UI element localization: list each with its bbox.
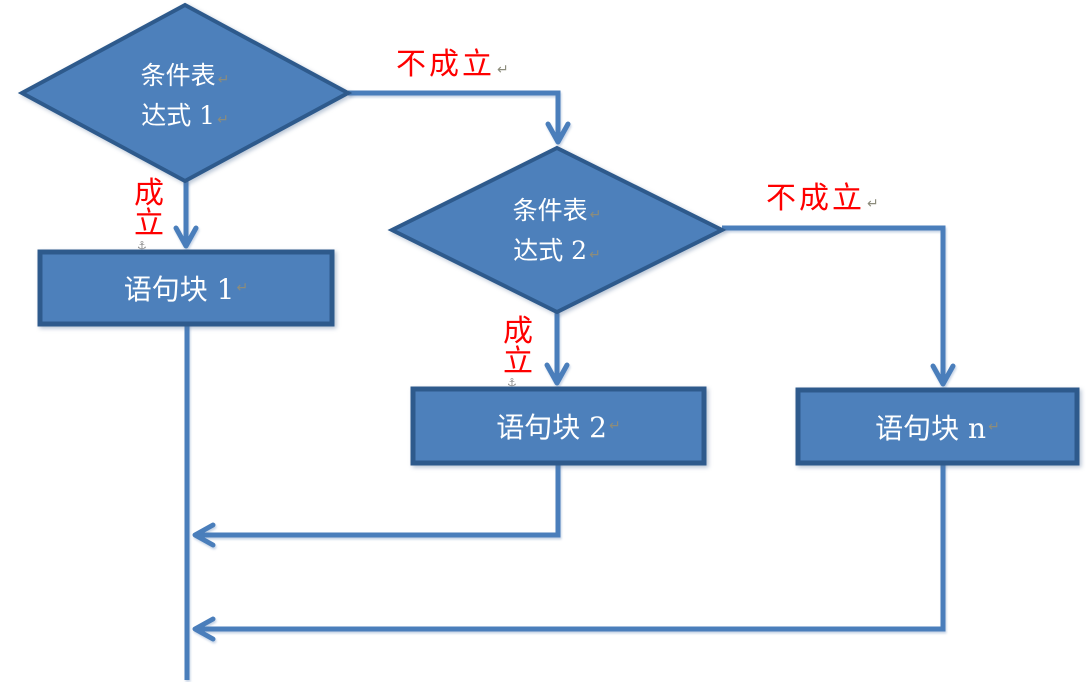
paragraph-mark-icon: ↵ bbox=[217, 112, 229, 128]
statement-block-n-label: 语句块 n↵ bbox=[875, 411, 1000, 445]
connector-blockn-merge[interactable] bbox=[192, 461, 946, 642]
paragraph-mark-icon: ↵ bbox=[589, 207, 602, 223]
object-anchor-icon: ⚓ bbox=[137, 239, 147, 252]
paragraph-mark-icon: ↵ bbox=[608, 418, 621, 434]
connector-cond1-false-to-cond2[interactable] bbox=[348, 90, 571, 145]
rect-statement-block-n[interactable] bbox=[795, 387, 1080, 466]
rect-statement-block-2[interactable] bbox=[410, 386, 707, 466]
paragraph-mark-icon: ↵ bbox=[236, 280, 249, 296]
edge-label-true-2: 成 立 bbox=[503, 314, 533, 379]
condition-2-text-line2: 达式 2↵ bbox=[513, 236, 601, 265]
rect-statement-block-1[interactable] bbox=[37, 249, 335, 327]
edge-label-false-2: 不成立↵ bbox=[766, 181, 879, 216]
object-anchor-icon: ⚓ bbox=[507, 376, 517, 389]
statement-block-2-label: 语句块 2↵ bbox=[496, 411, 621, 444]
connector-block2-merge[interactable] bbox=[192, 461, 561, 548]
condition-1-text-line2: 达式 1↵ bbox=[141, 101, 229, 130]
diamond-condition-2[interactable] bbox=[387, 145, 727, 315]
diamond-condition-1[interactable] bbox=[17, 2, 353, 184]
condition-2-text-line1: 条件表↵ bbox=[512, 196, 602, 225]
paragraph-mark-icon: ↵ bbox=[497, 62, 509, 78]
diamond-condition-1-label: 条件表↵ 达式 1↵ bbox=[85, 58, 285, 138]
edge-label-true-1: 成 立 bbox=[134, 176, 164, 241]
edge-label-false-1: 不成立↵ bbox=[396, 47, 509, 82]
diamond-condition-2-label: 条件表↵ 达式 2↵ bbox=[457, 193, 657, 273]
paragraph-mark-icon: ↵ bbox=[589, 247, 601, 263]
connector-cond2-false-to-blockn[interactable] bbox=[722, 225, 956, 387]
paragraph-mark-icon: ↵ bbox=[217, 72, 230, 88]
paragraph-mark-icon: ↵ bbox=[867, 196, 879, 212]
paragraph-mark-icon: ↵ bbox=[988, 418, 1000, 435]
statement-block-1-label: 语句块 1↵ bbox=[123, 273, 249, 306]
condition-1-text-line1: 条件表↵ bbox=[140, 61, 230, 90]
